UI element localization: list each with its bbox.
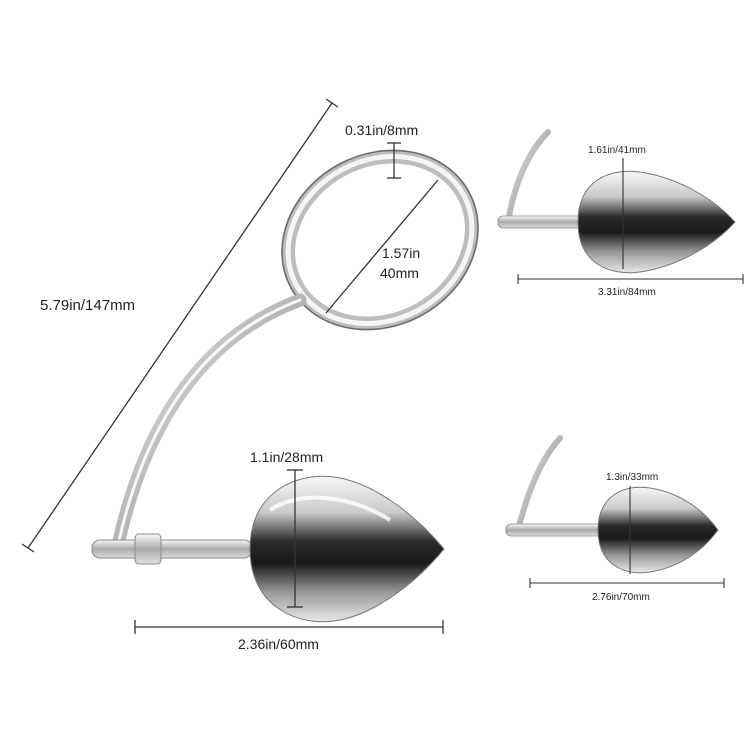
variant-large-dimension-lines <box>517 158 744 284</box>
ring-diameter-line <box>325 179 439 314</box>
large-dimension-lines <box>21 98 444 634</box>
variant-large-length-label: 3.31in/84mm <box>598 287 656 298</box>
variant-medium-diameter-label: 1.3in/33mm <box>606 472 659 483</box>
base-bar <box>91 539 253 559</box>
ring-diameter-label-line2: 40mm <box>380 265 419 281</box>
plug <box>249 475 445 623</box>
large-product <box>91 149 479 623</box>
variant-medium-dimension-lines <box>529 486 725 588</box>
ring-thickness-label: 0.31in/8mm <box>345 122 419 138</box>
ring-diameter-label-line1: 1.57in <box>382 245 421 261</box>
variant-medium <box>505 435 719 574</box>
variant-large-plug <box>577 170 736 274</box>
variant-large <box>497 129 736 274</box>
plug-length-label: 2.36in/60mm <box>238 636 319 652</box>
total-length-label: 5.79in/147mm <box>40 297 136 314</box>
variant-large-diameter-label: 1.61in/41mm <box>588 145 646 156</box>
variant-medium-length-label: 2.76in/70mm <box>592 592 650 603</box>
total-length-line <box>27 102 333 549</box>
variant-medium-plug <box>597 486 719 574</box>
plug-diameter-label: 1.1in/28mm <box>250 449 324 465</box>
